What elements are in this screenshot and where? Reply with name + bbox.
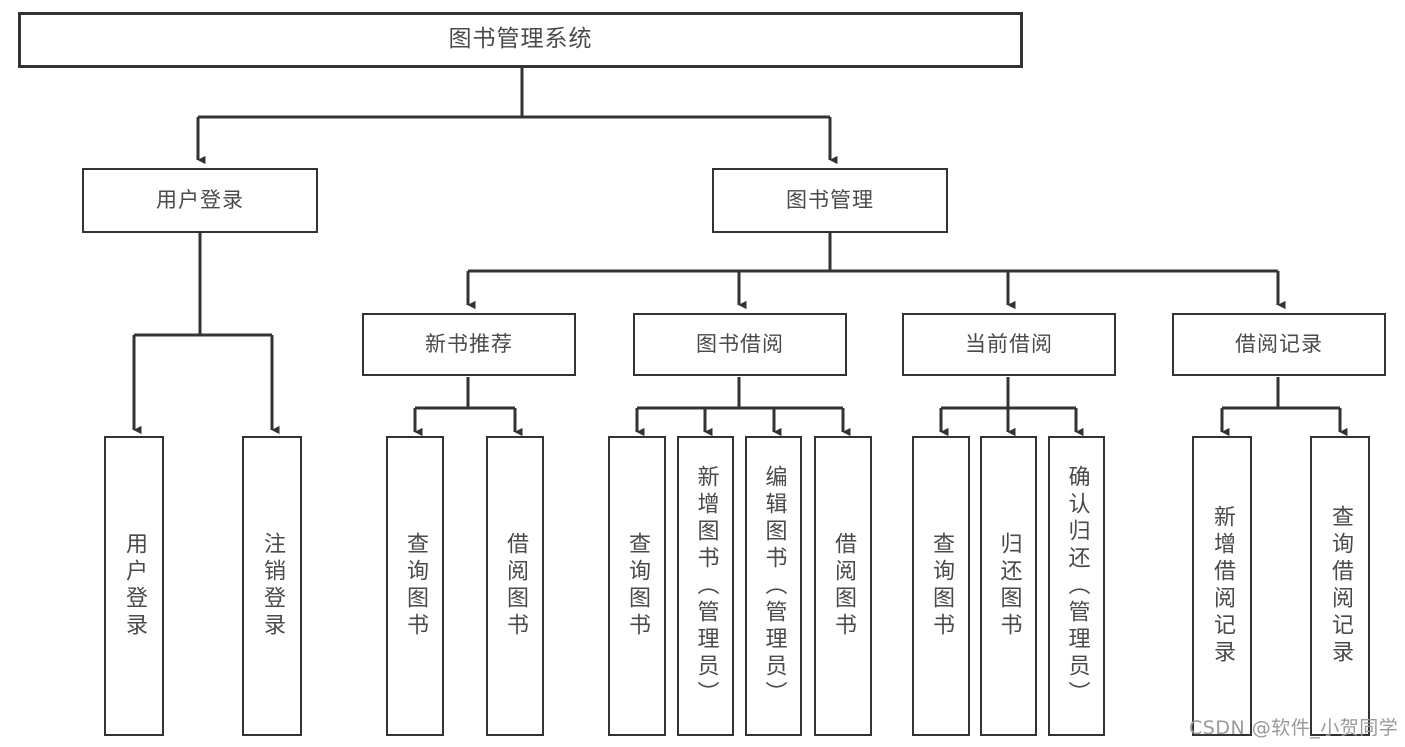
leaf-book-borrow-1[interactable]: 查询图书 (608, 436, 666, 736)
node-root[interactable]: 图书管理系统 (18, 12, 1023, 68)
leaf-inner: 编辑图书（管理员） (747, 438, 800, 734)
node-root-label: 图书管理系统 (448, 26, 593, 53)
leaf-inner: 查询图书 (388, 438, 442, 734)
node-current-borrow[interactable]: 当前借阅 (902, 313, 1116, 376)
leaf-inner: 查询图书 (914, 438, 968, 734)
leaf-borrow-record-1-label: 新增借阅记录 (1210, 505, 1235, 667)
leaf-borrow-record-2[interactable]: 查询借阅记录 (1310, 436, 1370, 736)
leaf-inner: 查询借阅记录 (1312, 438, 1368, 734)
leaf-user-login-2[interactable]: 注销登录 (242, 436, 302, 736)
node-book-manage[interactable]: 图书管理 (712, 168, 948, 233)
leaf-book-borrow-1-label: 查询图书 (625, 532, 650, 640)
node-new-book-recommend-label: 新书推荐 (425, 331, 513, 356)
leaf-book-borrow-4-label: 借阅图书 (831, 532, 856, 640)
leaf-inner: 借阅图书 (816, 438, 870, 734)
leaf-inner: 注销登录 (244, 438, 300, 734)
leaf-borrow-record-2-label: 查询借阅记录 (1328, 505, 1353, 667)
node-new-book-recommend[interactable]: 新书推荐 (362, 313, 576, 376)
leaf-user-login-1[interactable]: 用户登录 (104, 436, 164, 736)
node-book-borrow-label: 图书借阅 (696, 331, 784, 356)
leaf-current-borrow-3[interactable]: 确认归还（管理员） (1048, 436, 1105, 736)
node-current-borrow-label: 当前借阅 (965, 331, 1053, 356)
node-user-login-label: 用户登录 (156, 187, 244, 212)
leaf-book-borrow-3[interactable]: 编辑图书（管理员） (745, 436, 802, 736)
leaf-inner: 用户登录 (106, 438, 162, 734)
leaf-inner: 新增借阅记录 (1194, 438, 1250, 734)
leaf-user-login-1-label: 用户登录 (122, 532, 147, 640)
node-borrow-record-label: 借阅记录 (1235, 331, 1323, 356)
leaf-current-borrow-2-label: 归还图书 (996, 532, 1022, 640)
leaf-new-book-1-label: 查询图书 (403, 532, 428, 640)
leaf-current-borrow-2[interactable]: 归还图书 (980, 436, 1037, 736)
node-book-borrow[interactable]: 图书借阅 (633, 313, 847, 376)
leaf-new-book-1[interactable]: 查询图书 (386, 436, 444, 736)
leaf-inner: 新增图书（管理员） (679, 438, 732, 734)
leaf-inner: 确认归还（管理员） (1050, 438, 1103, 734)
watermark-text: CSDN @软件_小贺同学 (1189, 717, 1399, 739)
leaf-current-borrow-3-label: 确认归还（管理员） (1064, 464, 1090, 708)
leaf-book-borrow-2-label: 新增图书（管理员） (693, 464, 719, 708)
leaf-inner: 归还图书 (982, 438, 1035, 734)
leaf-borrow-record-1[interactable]: 新增借阅记录 (1192, 436, 1252, 736)
leaf-book-borrow-3-label: 编辑图书（管理员） (761, 464, 787, 708)
leaf-current-borrow-1-label: 查询图书 (929, 532, 954, 640)
leaf-inner: 查询图书 (610, 438, 664, 734)
leaf-inner: 借阅图书 (488, 438, 542, 734)
leaf-new-book-2-label: 借阅图书 (503, 532, 528, 640)
node-book-manage-label: 图书管理 (786, 187, 874, 212)
node-user-login[interactable]: 用户登录 (82, 168, 318, 233)
leaf-user-login-2-label: 注销登录 (260, 532, 285, 640)
leaf-book-borrow-4[interactable]: 借阅图书 (814, 436, 872, 736)
leaf-new-book-2[interactable]: 借阅图书 (486, 436, 544, 736)
node-borrow-record[interactable]: 借阅记录 (1172, 313, 1386, 376)
leaf-book-borrow-2[interactable]: 新增图书（管理员） (677, 436, 734, 736)
leaf-current-borrow-1[interactable]: 查询图书 (912, 436, 970, 736)
